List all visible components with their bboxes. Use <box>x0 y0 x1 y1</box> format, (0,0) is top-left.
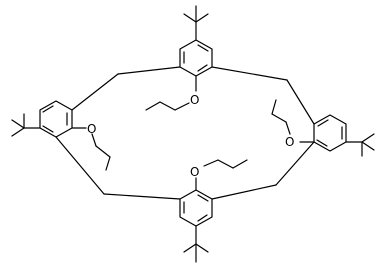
bottom-propoxy <box>195 159 248 191</box>
left-aromatic-ring <box>39 100 73 138</box>
right-propoxy <box>271 99 315 143</box>
atom-label-oxygen-top: O <box>190 93 199 107</box>
atom-label-oxygen-bottom: O <box>190 165 199 179</box>
left-tert-butyl <box>11 113 41 137</box>
atom-label-oxygen-left: O <box>87 122 96 136</box>
bottom-aromatic-ring <box>179 189 213 227</box>
left-propoxy <box>71 127 111 171</box>
right-aromatic-ring <box>313 114 347 152</box>
bottom-tert-butyl <box>183 225 209 263</box>
atom-label-oxygen-right: O <box>285 135 294 149</box>
top-aromatic-ring <box>179 39 213 77</box>
methylene-bridges <box>55 66 315 200</box>
top-propoxy <box>145 75 197 111</box>
right-tert-butyl <box>345 133 375 157</box>
top-tert-butyl <box>183 5 209 41</box>
